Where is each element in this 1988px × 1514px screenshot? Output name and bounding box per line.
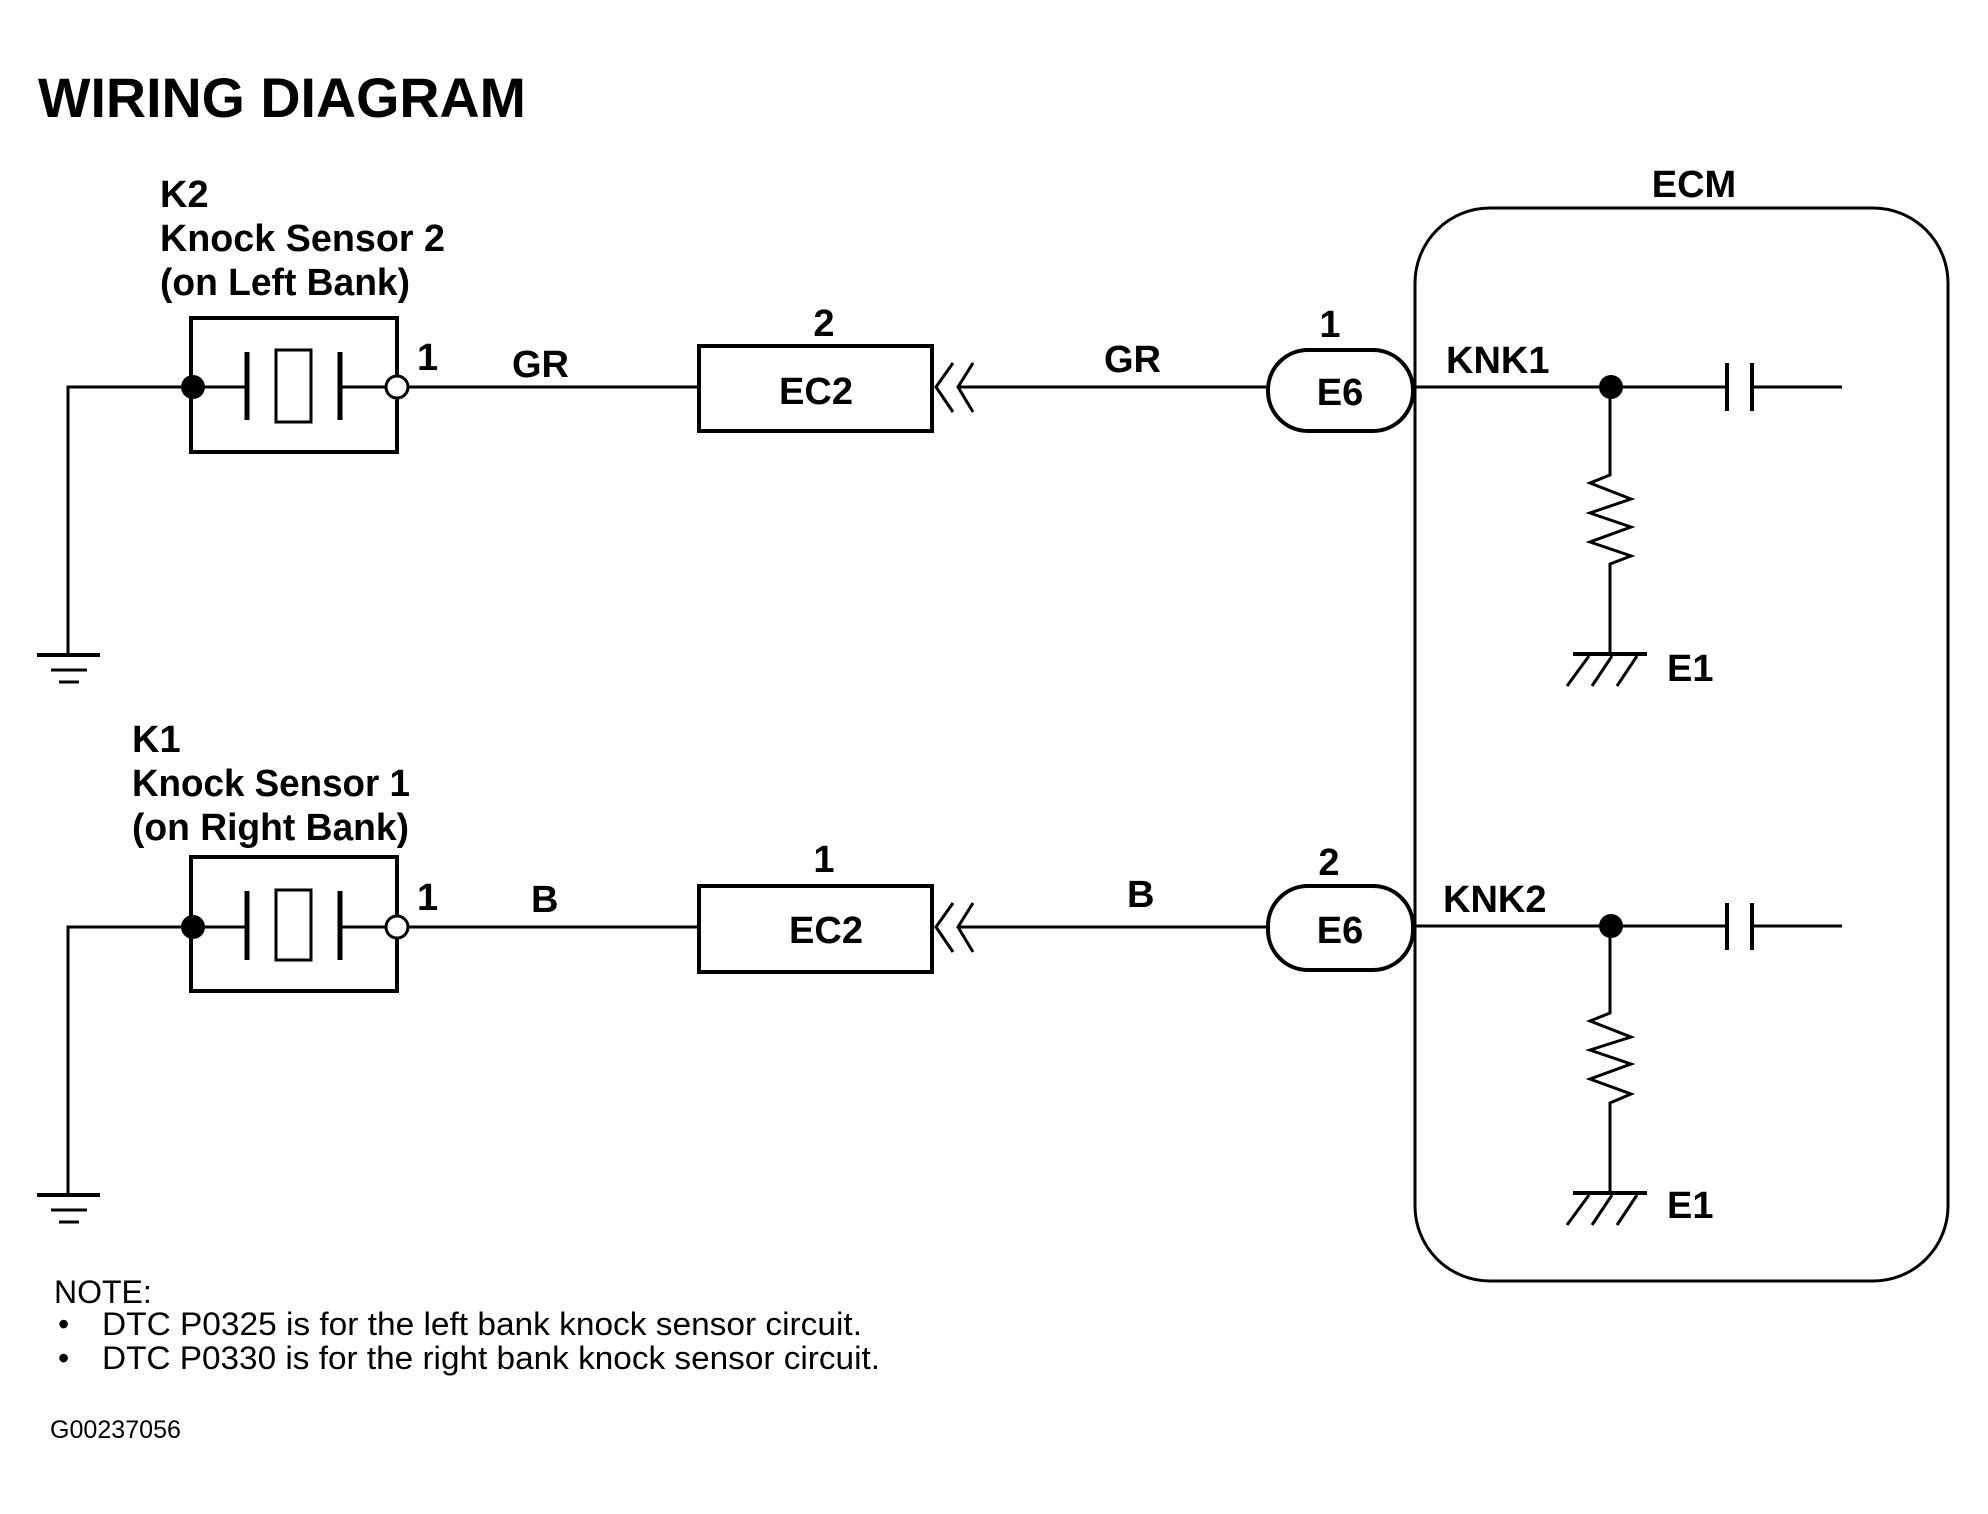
connector-e6-pill: [1266, 884, 1415, 972]
resistor-icon: [1585, 926, 1636, 1193]
sensor-id-k2: K2: [160, 174, 209, 216]
page-title: WIRING DIAGRAM: [38, 66, 526, 129]
wire-color-label: B: [1127, 874, 1154, 916]
note-block: NOTE: • DTC P0325 is for the left bank k…: [54, 1274, 880, 1376]
connector-ec2-box: [697, 884, 934, 974]
note-item: DTC P0325 is for the left bank knock sen…: [102, 1306, 862, 1342]
sensor-location-k2: (on Left Bank): [160, 262, 410, 304]
chassis-ground-icon: [1565, 652, 1647, 687]
terminal-open-icon: [384, 914, 410, 940]
piezo-element-icon: [193, 888, 397, 962]
note-bullet: •: [58, 1340, 69, 1376]
connector-ec2-label: EC2: [779, 371, 853, 413]
ecm-signal-label: KNK1: [1446, 340, 1549, 382]
sensor-pin-k2: 1: [417, 337, 438, 379]
sensor-id-k1: K1: [132, 719, 181, 761]
wire-color-label: GR: [1104, 339, 1161, 381]
wire-color-label: GR: [512, 344, 569, 386]
sensor-box-k1: [189, 855, 399, 993]
circuit-knk2: K1 Knock Sensor 1 (on Right Bank) 1 B EC…: [37, 719, 1842, 1227]
ground-icon: [37, 653, 100, 684]
connector-e6-label: E6: [1317, 910, 1363, 952]
note-bullet: •: [58, 1306, 69, 1342]
connector-e6-pill: [1266, 348, 1415, 433]
chassis-ground-icon: [1565, 1191, 1647, 1226]
terminal-open-icon: [384, 374, 410, 400]
capacitor-icon: [1725, 903, 1842, 950]
junction-dot-icon: [181, 375, 205, 399]
resistor-icon: [1585, 387, 1636, 654]
connector-ec2-pin: 2: [813, 303, 834, 345]
note-item: DTC P0330 is for the right bank knock se…: [102, 1340, 880, 1376]
circuit-knk1: K2 Knock Sensor 2 (on Left Bank) 1 GR EC…: [37, 174, 1842, 690]
capacitor-icon: [1725, 363, 1842, 411]
connector-ec2-pin: 1: [813, 839, 834, 881]
note-heading: NOTE:: [54, 1274, 152, 1310]
sensor-location-k1: (on Right Bank): [132, 807, 409, 849]
sensor-name-k1: Knock Sensor 1: [132, 763, 410, 805]
connector-ec2-label: EC2: [789, 910, 863, 952]
ground-wire: [66, 385, 181, 654]
ecm-ground-label: E1: [1667, 648, 1713, 690]
figure-code: G00237056: [50, 1416, 181, 1444]
connector-e6-pin: 2: [1318, 842, 1339, 884]
ecm-ground-label: E1: [1667, 1185, 1713, 1227]
connector-ec2-box: [697, 344, 934, 433]
ground-icon: [37, 1193, 100, 1224]
junction-dot-icon: [181, 915, 205, 939]
connector-e6-pin: 1: [1319, 304, 1340, 346]
wire-color-label: B: [531, 879, 558, 921]
ecm-label: ECM: [1652, 164, 1736, 206]
ecm-box: [1413, 206, 1950, 1283]
piezo-element-icon: [193, 348, 397, 424]
sensor-name-k2: Knock Sensor 2: [160, 218, 445, 260]
sensor-pin-k1: 1: [417, 877, 438, 919]
ecm-signal-label: KNK2: [1443, 879, 1546, 921]
sensor-box-k2: [189, 316, 399, 454]
connector-e6-label: E6: [1317, 372, 1363, 414]
ground-wire: [66, 925, 181, 1194]
